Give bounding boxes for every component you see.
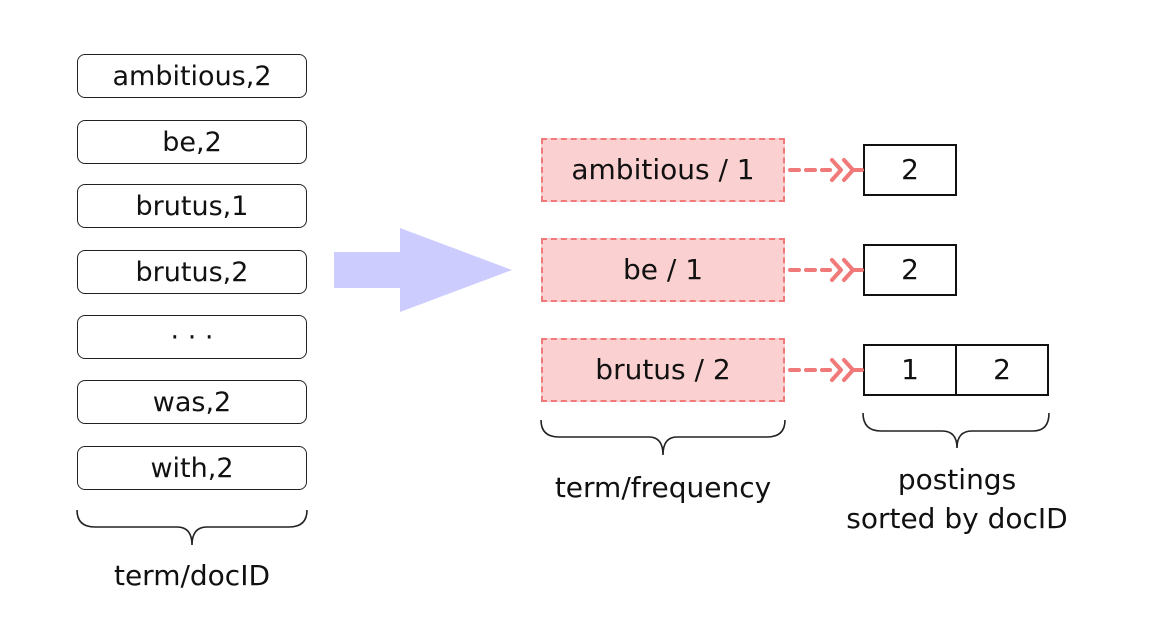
dictionary-entry: be / 1 (541, 238, 785, 302)
term-docid-item: with,2 (77, 446, 307, 490)
postings-caption-line2: sorted by docID (846, 502, 1068, 536)
term-docid-caption: term/docID (113, 559, 271, 592)
postings-brace-icon (862, 412, 1050, 449)
term-frequency-brace-icon (540, 419, 786, 456)
transform-arrow-icon (334, 228, 512, 312)
posting-cell: 2 (863, 244, 957, 296)
pointer-arrow-icon (788, 158, 864, 182)
term-docid-item: brutus,2 (77, 250, 307, 294)
pointer-arrow-icon (788, 258, 864, 282)
term-docid-brace-icon (76, 509, 308, 546)
posting-cell: 2 (955, 344, 1049, 396)
pointer-arrow-icon (788, 358, 864, 382)
term-frequency-caption: term/frequency (554, 471, 772, 504)
term-docid-item: was,2 (77, 380, 307, 424)
term-docid-item: ambitious,2 (77, 54, 307, 98)
dictionary-entry: brutus / 2 (541, 338, 785, 402)
dictionary-entry: ambitious / 1 (541, 138, 785, 202)
term-docid-item: brutus,1 (77, 184, 307, 228)
postings-caption-line1: postings (897, 463, 1017, 496)
term-docid-item: be,2 (77, 120, 307, 164)
postings-caption: postings sorted by docID (812, 460, 1102, 538)
term-docid-item-ellipsis: · · · (77, 315, 307, 359)
